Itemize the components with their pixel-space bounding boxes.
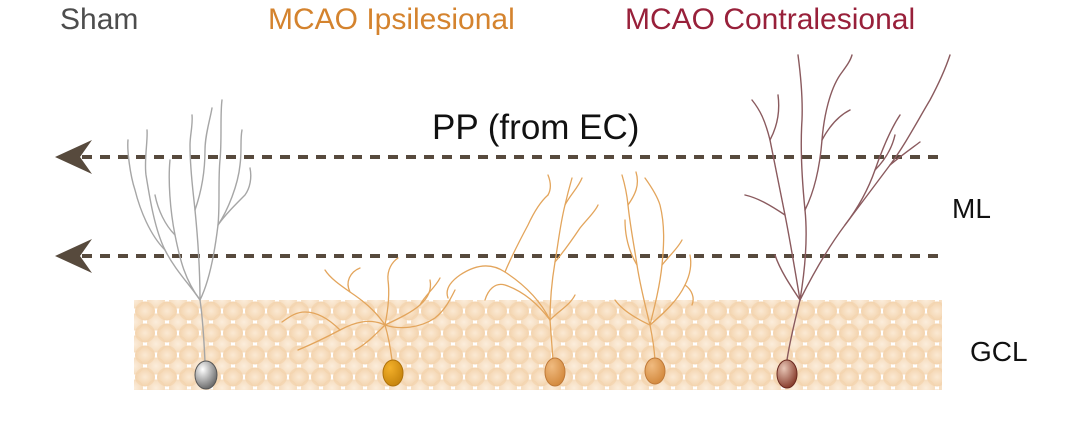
neuron-ipsilesional-2 <box>446 174 599 361</box>
soma-ipsilesional-3 <box>644 357 666 385</box>
label-molecular-layer: ML <box>952 193 991 224</box>
soma-contralesional <box>776 359 798 389</box>
arrowhead-lower-icon <box>55 239 92 273</box>
perforant-path-lines <box>55 140 940 273</box>
granule-cell-layer-band <box>134 300 942 390</box>
label-mcao-ipsilesional: MCAO Ipsilesional <box>268 3 515 36</box>
soma-ipsilesional-2 <box>544 357 566 387</box>
label-mcao-contralesional: MCAO Contralesional <box>625 3 916 36</box>
neuron-sham <box>127 99 252 363</box>
soma-ipsilesional-1 <box>382 359 404 387</box>
label-perforant-path: PP (from EC) <box>432 108 640 147</box>
soma-sham <box>194 360 218 390</box>
neuron-ipsilesional-3 <box>614 171 694 361</box>
arrowhead-upper-icon <box>55 140 92 174</box>
neuron-contralesional <box>744 54 951 361</box>
neuron-ipsilesional-1 <box>281 257 456 361</box>
label-granule-cell-layer: GCL <box>970 336 1028 367</box>
label-sham: Sham <box>60 3 139 36</box>
